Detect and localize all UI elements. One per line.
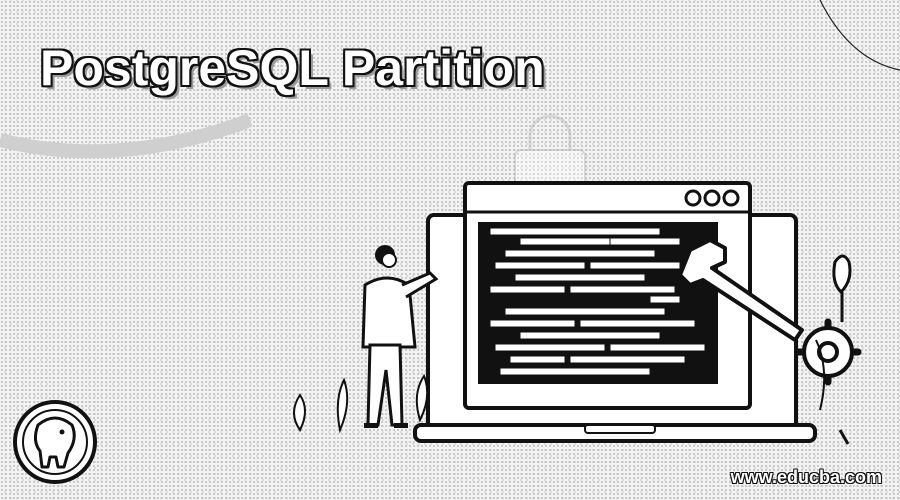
plant-icon	[815, 254, 852, 445]
decorative-arcs	[0, 0, 900, 159]
gear-icon	[794, 318, 862, 386]
lock-icon	[514, 114, 586, 191]
page-title: PostgreSQL Partition	[40, 40, 545, 96]
plant-leaves-icon	[293, 373, 429, 434]
wrench-icon	[678, 238, 804, 342]
website-watermark: www.educba.com	[730, 467, 882, 487]
developer-person-illustration	[361, 245, 439, 428]
postgresql-elephant-logo-icon	[13, 400, 97, 484]
window-controls-icon	[684, 189, 740, 207]
laptop-icon	[413, 181, 817, 443]
code-lines-icon	[489, 227, 706, 376]
